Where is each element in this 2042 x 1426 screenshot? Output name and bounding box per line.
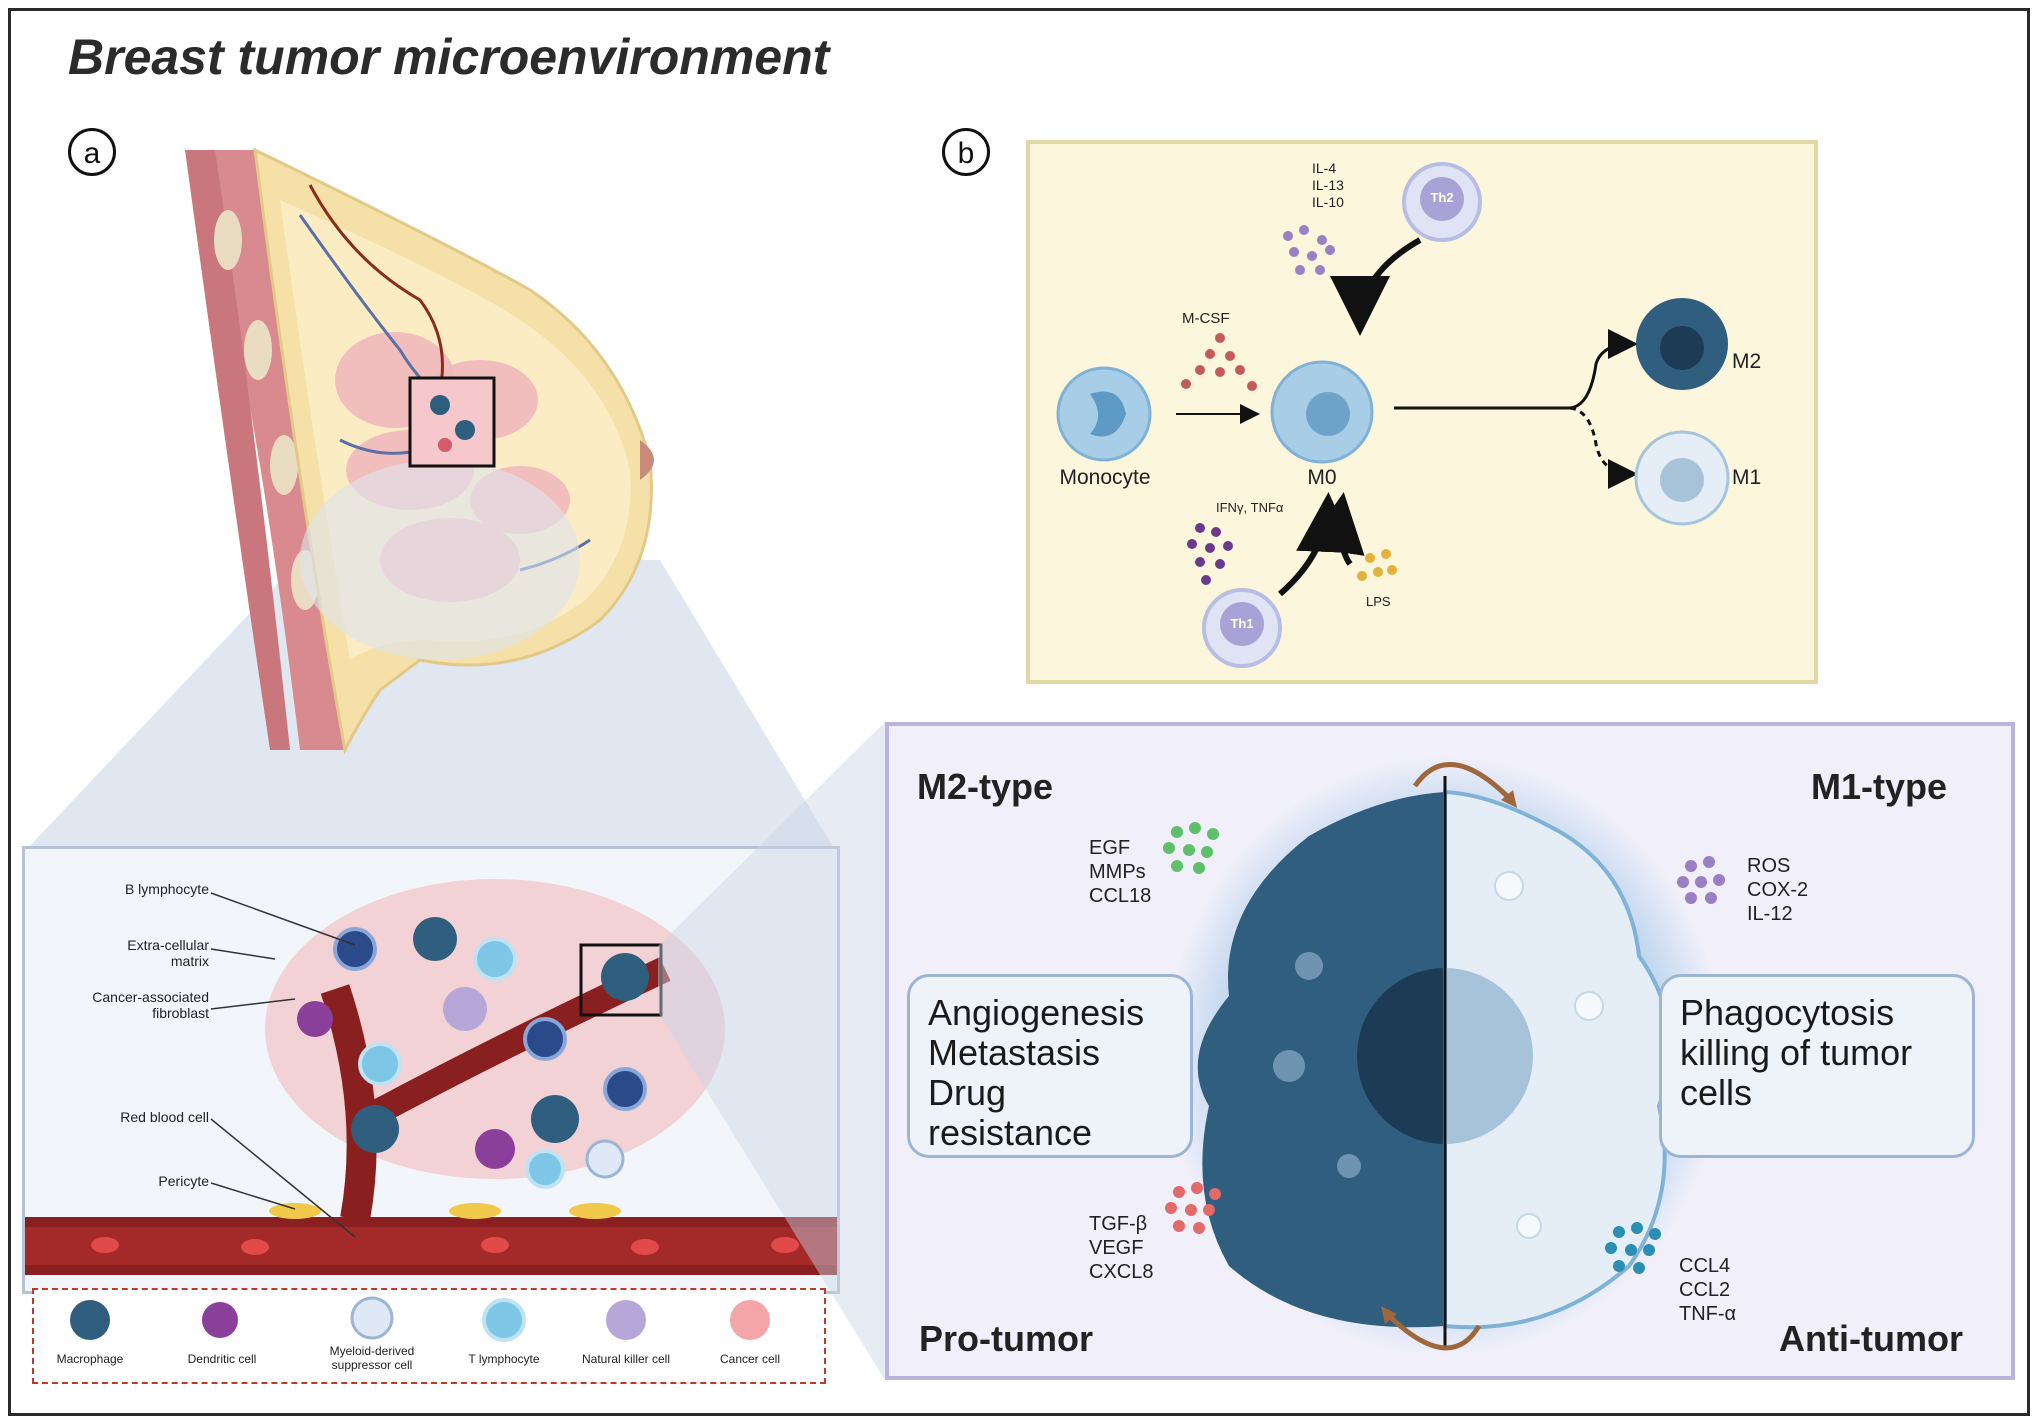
rib	[244, 320, 272, 380]
lps-dots	[1357, 549, 1397, 581]
macrophage-zoom-box	[579, 943, 663, 1017]
m1-bottom-dots	[1605, 1222, 1661, 1274]
figure-frame	[8, 8, 2030, 1416]
m1-label: M1	[1732, 466, 1762, 489]
legend-mdsc: Myeloid-derived suppressor cell	[329, 1344, 415, 1372]
label-b-lymphocyte: B lymphocyte	[124, 881, 209, 897]
cell-legend: Macrophage Dendritic cell Myeloid-derive…	[32, 1288, 826, 1384]
m1-effects-box: Phagocytosis killing of tumor cells	[1659, 974, 1975, 1158]
m0-label: M0	[1307, 466, 1337, 489]
figure-title: Breast tumor microenvironment	[68, 29, 830, 85]
factor-egf: EGF	[1089, 837, 1131, 859]
cytokine-il13: IL-13	[1312, 177, 1344, 193]
rib	[214, 210, 242, 270]
t-lymphocyte-icon	[482, 1298, 526, 1342]
m1-m2-comparison-panel: M2-type M1-type EGF MMPs CCL18 ROS COX-2…	[885, 722, 2015, 1380]
panel-a-label: a	[68, 128, 116, 176]
m2-top-dots	[1163, 822, 1219, 874]
effect-phagocytosis: Phagocytosis	[1680, 992, 1895, 1033]
th1-cytokines-label: IFNγ, TNFα	[1216, 500, 1284, 515]
m1-top-dots	[1677, 856, 1725, 904]
legend-cancer-cell: Cancer cell	[719, 1352, 781, 1366]
factor-mmps: MMPs	[1089, 861, 1146, 883]
effect-angiogenesis: Angiogenesis	[928, 992, 1145, 1033]
effect-drug-resistance: Drug resistance	[928, 1072, 1093, 1153]
m2-factors-bottom: TGF-β VEGF CXCL8	[1089, 1212, 1153, 1284]
lps-label: LPS	[1366, 594, 1391, 609]
factor-tgf-beta: TGF-β	[1089, 1213, 1148, 1235]
mdsc-icon	[350, 1296, 394, 1340]
nk-cell-icon	[606, 1300, 646, 1340]
th1-label: Th1	[1230, 616, 1254, 631]
m1-factors-bottom: CCL4 CCL2 TNF-α	[1679, 1254, 1736, 1326]
m1-factors-top: ROS COX-2 IL-12	[1747, 854, 1808, 926]
factor-ros: ROS	[1747, 855, 1791, 877]
rib	[270, 435, 298, 495]
cytokine-il4: IL-4	[1312, 160, 1337, 176]
tme-inset: B lymphocyte Extra-cellular matrix Cance…	[22, 846, 840, 1294]
zoom-cone	[26, 560, 835, 850]
factor-tnf-alpha: TNF-α	[1679, 1303, 1737, 1325]
anti-tumor-heading: Anti-tumor	[1779, 1318, 1963, 1359]
m1-type-heading: M1-type	[1811, 766, 1948, 807]
th1-cytokine-dots	[1187, 523, 1233, 585]
nipple	[640, 440, 654, 480]
legend-t-lymphocyte: T lymphocyte	[468, 1352, 540, 1366]
dendritic-cell-icon	[202, 1302, 238, 1338]
factor-vegf: VEGF	[1089, 1237, 1144, 1259]
legend-dendritic-cell: Dendritic cell	[187, 1352, 257, 1366]
tumor-region	[408, 376, 496, 468]
th2-cytokine-dots	[1283, 225, 1335, 275]
label-pericyte: Pericyte	[158, 1173, 209, 1189]
m2-macrophage-half	[1197, 792, 1445, 1328]
factor-il12: IL-12	[1747, 903, 1793, 925]
m2-bottom-dots	[1165, 1182, 1221, 1234]
label-caf: Cancer-associated fibroblast	[92, 989, 209, 1021]
factor-cxcl8: CXCL8	[1089, 1261, 1154, 1283]
cytokine-il10: IL-10	[1312, 194, 1344, 210]
label-red-blood-cell: Red blood cell	[120, 1109, 209, 1125]
macrophage-icon	[70, 1300, 110, 1340]
effect-cells: cells	[1680, 1072, 1753, 1113]
factor-ccl4: CCL4	[1679, 1255, 1731, 1277]
m2-type-heading: M2-type	[917, 766, 1054, 807]
legend-nk-cell: Natural killer cell	[581, 1352, 671, 1366]
m2-label: M2	[1732, 350, 1762, 373]
mcsf-label: M-CSF	[1182, 310, 1230, 327]
factor-ccl2: CCL2	[1679, 1279, 1731, 1301]
effect-metastasis: Metastasis	[928, 1032, 1101, 1073]
label-ecm: Extra-cellular matrix	[127, 937, 209, 969]
panel-b-label: b	[942, 128, 990, 176]
cancer-cell-icon	[730, 1300, 770, 1340]
m2-factors-top: EGF MMPs CCL18	[1089, 836, 1151, 908]
mcsf-dots	[1181, 333, 1257, 391]
factor-ccl18: CCL18	[1089, 885, 1152, 907]
factor-cox2: COX-2	[1747, 879, 1809, 901]
th2-cytokine-list: IL-4 IL-13 IL-10	[1312, 160, 1344, 211]
effect-killing-of-tumor: killing of tumor	[1680, 1032, 1913, 1073]
macrophage-polarization-panel: IL-4 IL-13 IL-10 Th2 M-CSF Monocyte M0 I…	[1026, 140, 1818, 684]
th2-label: Th2	[1430, 190, 1454, 205]
pro-tumor-heading: Pro-tumor	[919, 1318, 1093, 1359]
legend-macrophage: Macrophage	[56, 1352, 124, 1366]
monocyte-label: Monocyte	[1059, 466, 1151, 489]
m2-effects-box: Angiogenesis Metastasis Drug resistance	[907, 974, 1193, 1158]
tme-illustration	[25, 879, 837, 1275]
